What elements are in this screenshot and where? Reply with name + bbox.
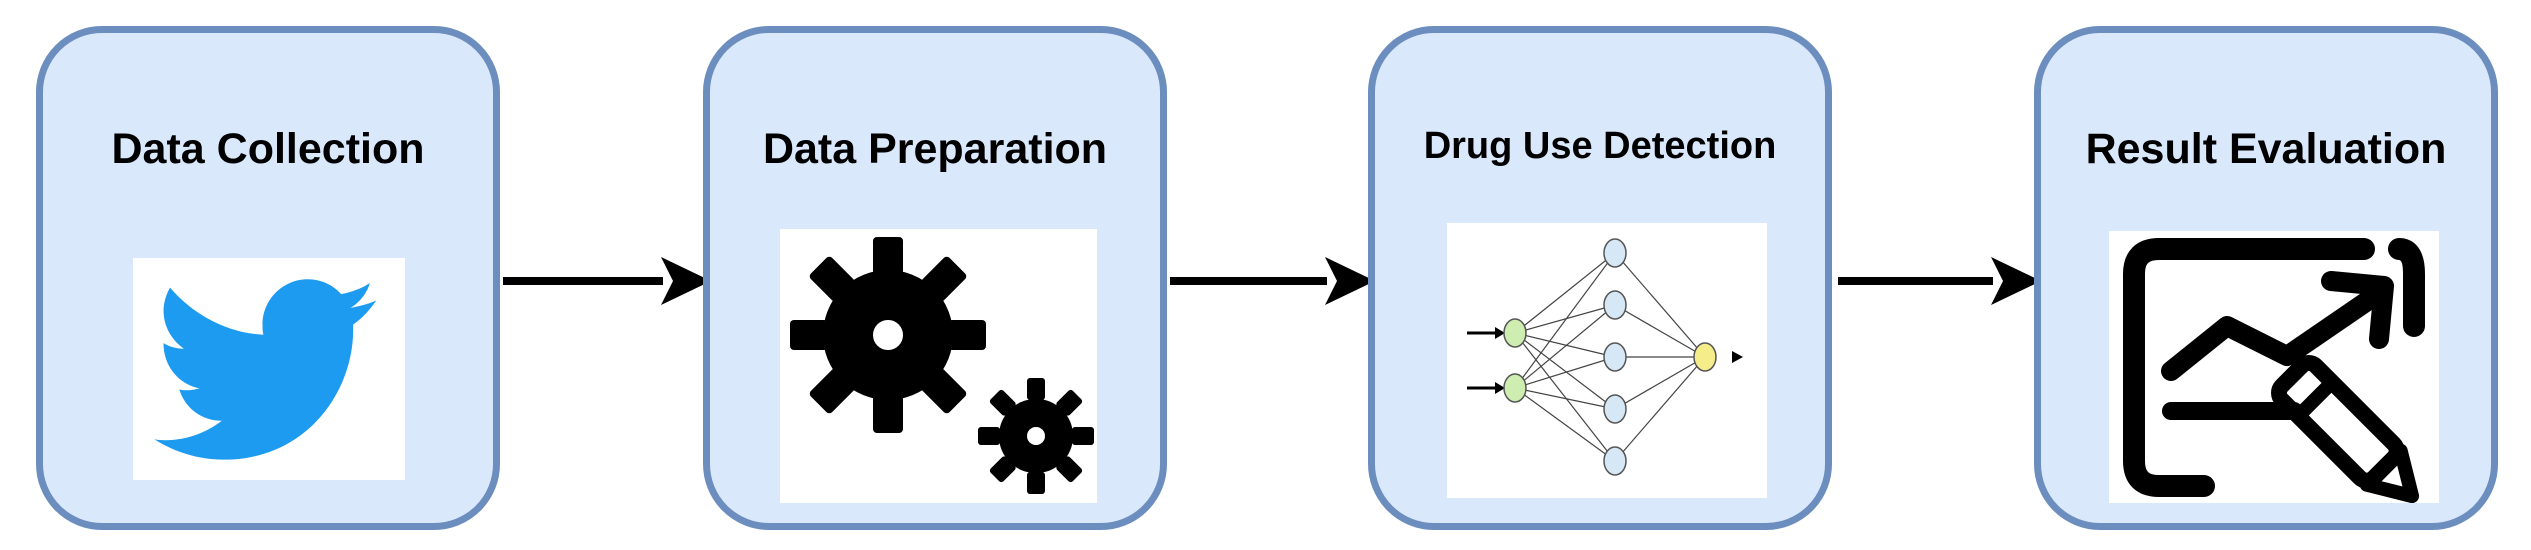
- stage-data-collection: Data Collection: [36, 26, 500, 530]
- stage-result-evaluation: Result Evaluation: [2034, 26, 2498, 530]
- arrow-1: [503, 251, 713, 311]
- stage-title: Data Preparation: [762, 125, 1108, 173]
- twitter-bird-icon: [133, 258, 405, 480]
- stage-data-preparation: Data Preparation: [703, 26, 1167, 530]
- stage-title: Result Evaluation: [2085, 125, 2447, 173]
- chart-analytics-icon: [2109, 231, 2439, 503]
- hidden-node: [1603, 342, 1627, 372]
- gears-icon: [780, 229, 1097, 503]
- hidden-node: [1603, 446, 1627, 476]
- stage-title: Drug Use Detection: [1423, 125, 1777, 167]
- input-node: [1503, 318, 1527, 348]
- hidden-node: [1603, 394, 1627, 424]
- input-node: [1503, 373, 1527, 403]
- hidden-node: [1603, 238, 1627, 268]
- stage-drug-use-detection: Drug Use Detection: [1368, 26, 1832, 530]
- output-node: [1693, 342, 1717, 372]
- hidden-node: [1603, 290, 1627, 320]
- arrow-2: [1170, 251, 1377, 311]
- stage-title: Data Collection: [111, 125, 425, 173]
- neural-network-icon: [1447, 223, 1767, 498]
- arrow-3: [1838, 251, 2043, 311]
